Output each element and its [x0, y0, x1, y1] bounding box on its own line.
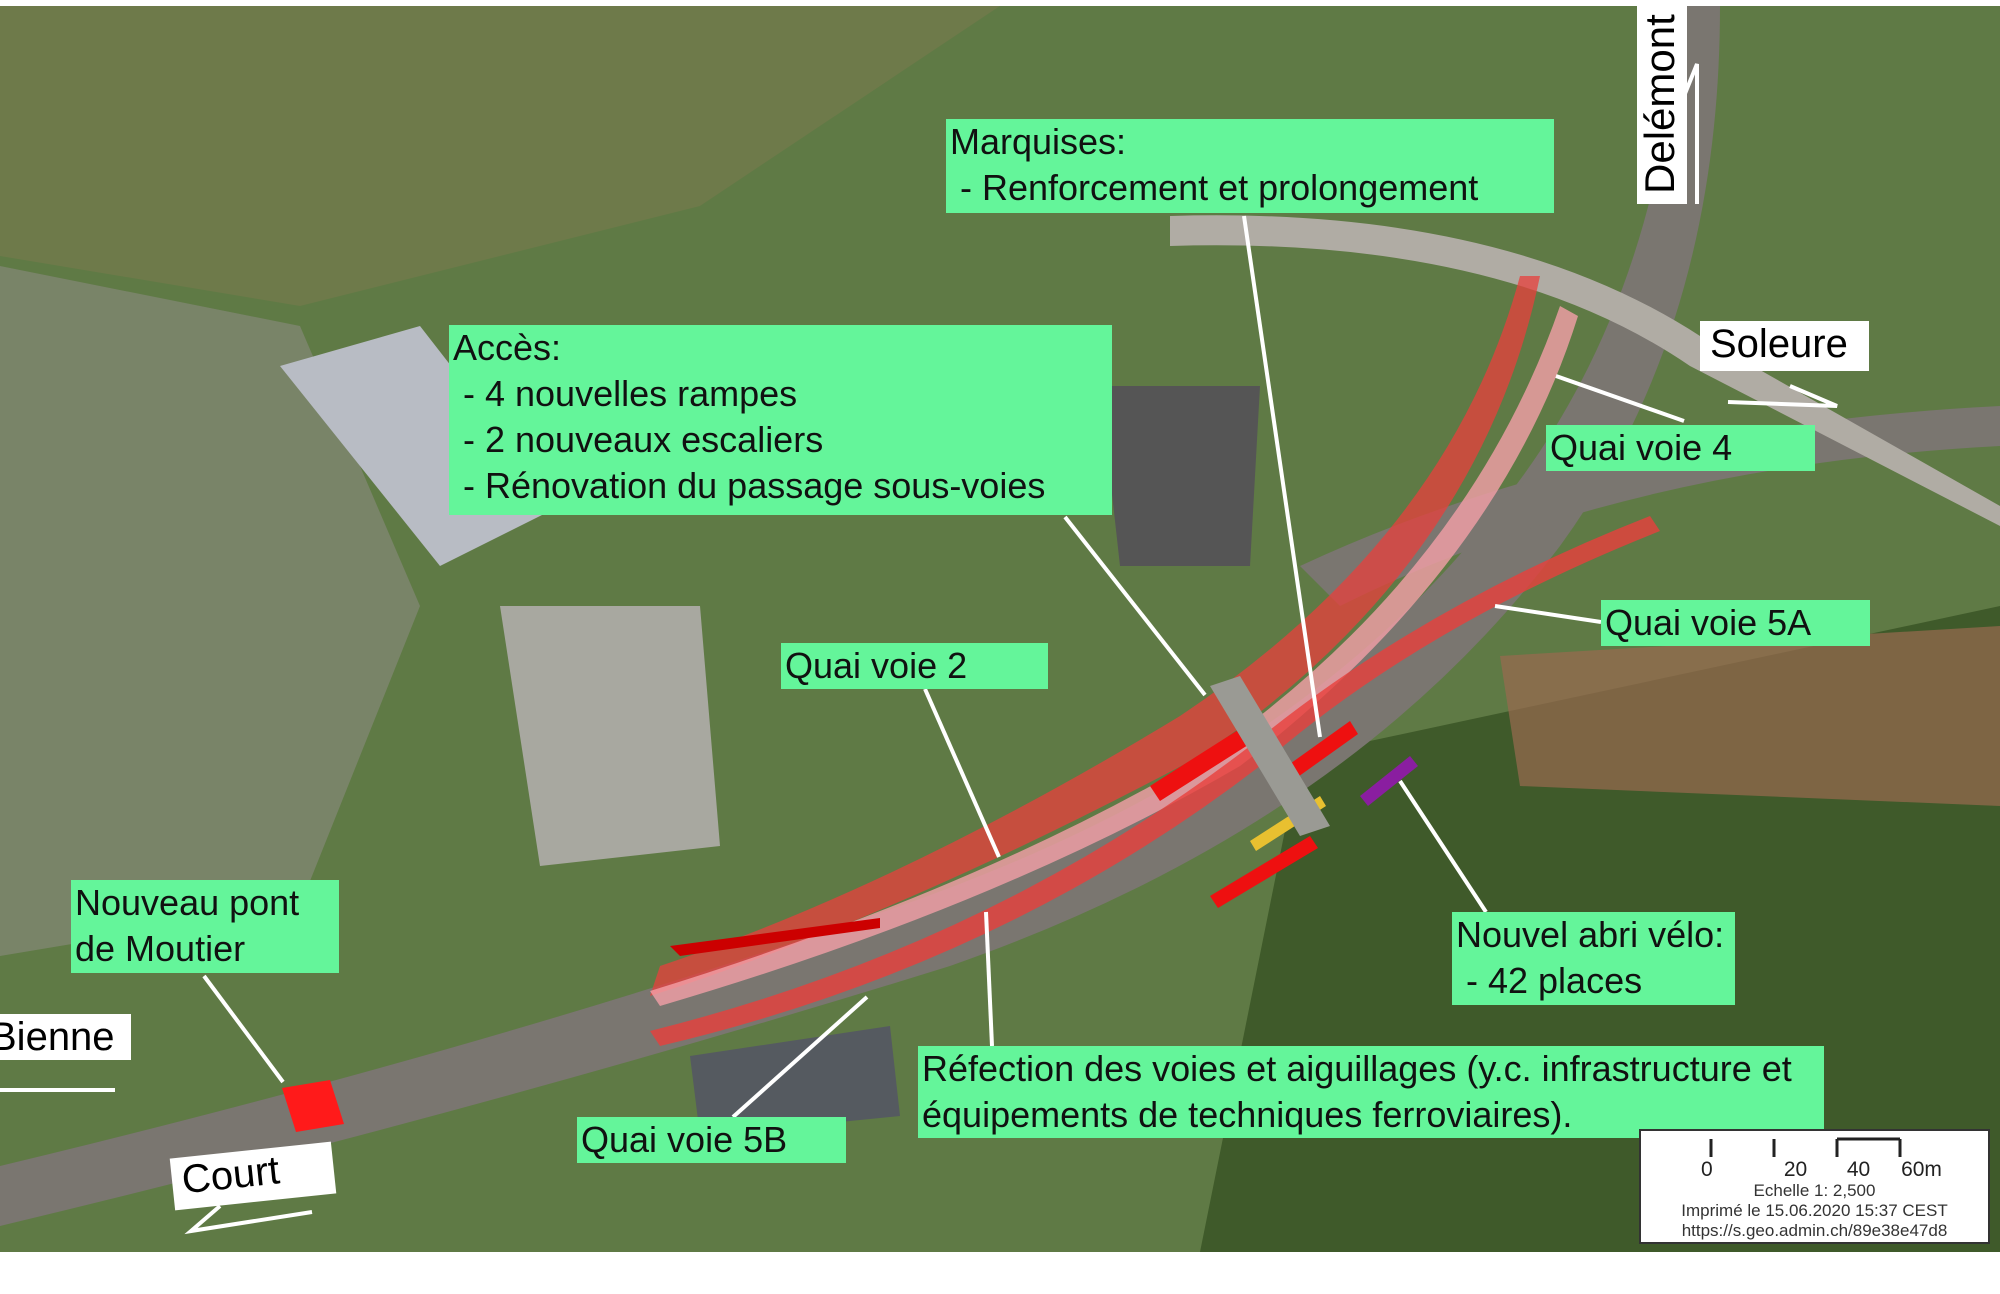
canopy — [1210, 836, 1318, 908]
arrow-quai-5b — [731, 995, 869, 1119]
label-text: Nouveau pont — [75, 882, 300, 923]
label-text: Accès: — [453, 327, 562, 368]
label-acces: Accès: - 4 nouvelles rampes - 2 nouveaux… — [449, 325, 1112, 515]
print-date: Imprimé le 15.06.2020 15:37 CEST — [1681, 1201, 1948, 1220]
scale-tick: 0 — [1701, 1158, 1713, 1181]
label-quai-5b: Quai voie 5B — [577, 1117, 846, 1163]
arrow-quai-4 — [1555, 374, 1685, 423]
arrow-court — [184, 1204, 313, 1235]
underpass — [1210, 676, 1330, 836]
map-url[interactable]: https://s.geo.admin.ch/89e38e47d8 — [1681, 1221, 1948, 1240]
label-text: de Moutier — [75, 928, 246, 969]
building — [1100, 386, 1260, 566]
new-bridge — [282, 1080, 344, 1132]
label-text: Nouvel abri vélo: — [1456, 914, 1725, 955]
arrow-quai-2 — [923, 688, 1001, 858]
label-abri-velo: Nouvel abri vélo: - 42 places — [1452, 912, 1735, 1005]
canopy — [1150, 716, 1270, 801]
scale-ratio: Echelle 1: 2,500 — [1753, 1181, 1876, 1200]
direction-soleure: Soleure — [1700, 321, 1869, 371]
label-text: - 2 nouveaux escaliers — [453, 419, 824, 460]
label-quai-4: Quai voie 4 — [1546, 425, 1815, 471]
urban-area — [0, 266, 420, 956]
arrow-soleure — [1727, 384, 1838, 408]
scale-box: 0 20 40 60m Echelle 1: 2,500 Imprimé le … — [1639, 1129, 1990, 1244]
bike-shelter — [1360, 756, 1418, 806]
label-text: - Renforcement et prolongement — [950, 167, 1479, 208]
direction-bienne: Bienne — [0, 1014, 131, 1060]
label-marquises: Marquises: - Renforcement et prolongemen… — [946, 119, 1554, 213]
label-text: - 4 nouvelles rampes — [453, 373, 798, 414]
arrow-pont — [202, 974, 285, 1084]
arrow-quai-5a — [1494, 604, 1602, 624]
label-text: équipements de techniques ferroviaires). — [922, 1094, 1573, 1135]
scale-tick: 60m — [1901, 1158, 1942, 1181]
label-text: Réfection des voies et aiguillages (y.c.… — [922, 1048, 1792, 1089]
label-text: Marquises: — [950, 121, 1127, 162]
scale-bar — [1709, 1137, 1902, 1157]
label-quai-5a: Quai voie 5A — [1601, 600, 1870, 646]
label-nouveau-pont: Nouveau pont de Moutier — [71, 880, 339, 973]
houses — [1500, 626, 2000, 806]
label-text: - 42 places — [1456, 960, 1643, 1001]
label-refection: Réfection des voies et aiguillages (y.c.… — [918, 1046, 1824, 1138]
canopy — [1280, 721, 1358, 784]
railway-tracks — [1300, 406, 2000, 606]
label-text: - Rénovation du passage sous-voies — [453, 465, 1046, 506]
direction-delemont: Delémont — [1636, 6, 1687, 204]
arrow-acces — [1063, 515, 1207, 697]
scale-tick: 40 — [1846, 1158, 1871, 1181]
platform-voie-5a-5b — [650, 516, 1660, 1046]
platform-extension — [670, 918, 880, 956]
scale-tick: 20 — [1783, 1158, 1808, 1181]
forest-area — [0, 6, 1000, 306]
road — [1170, 215, 2000, 527]
arrow-abri — [1398, 779, 1488, 914]
arrow-refection — [984, 911, 994, 1047]
arrow-marquises — [1242, 215, 1322, 738]
label-quai-2: Quai voie 2 — [781, 643, 1048, 689]
building — [500, 606, 720, 866]
